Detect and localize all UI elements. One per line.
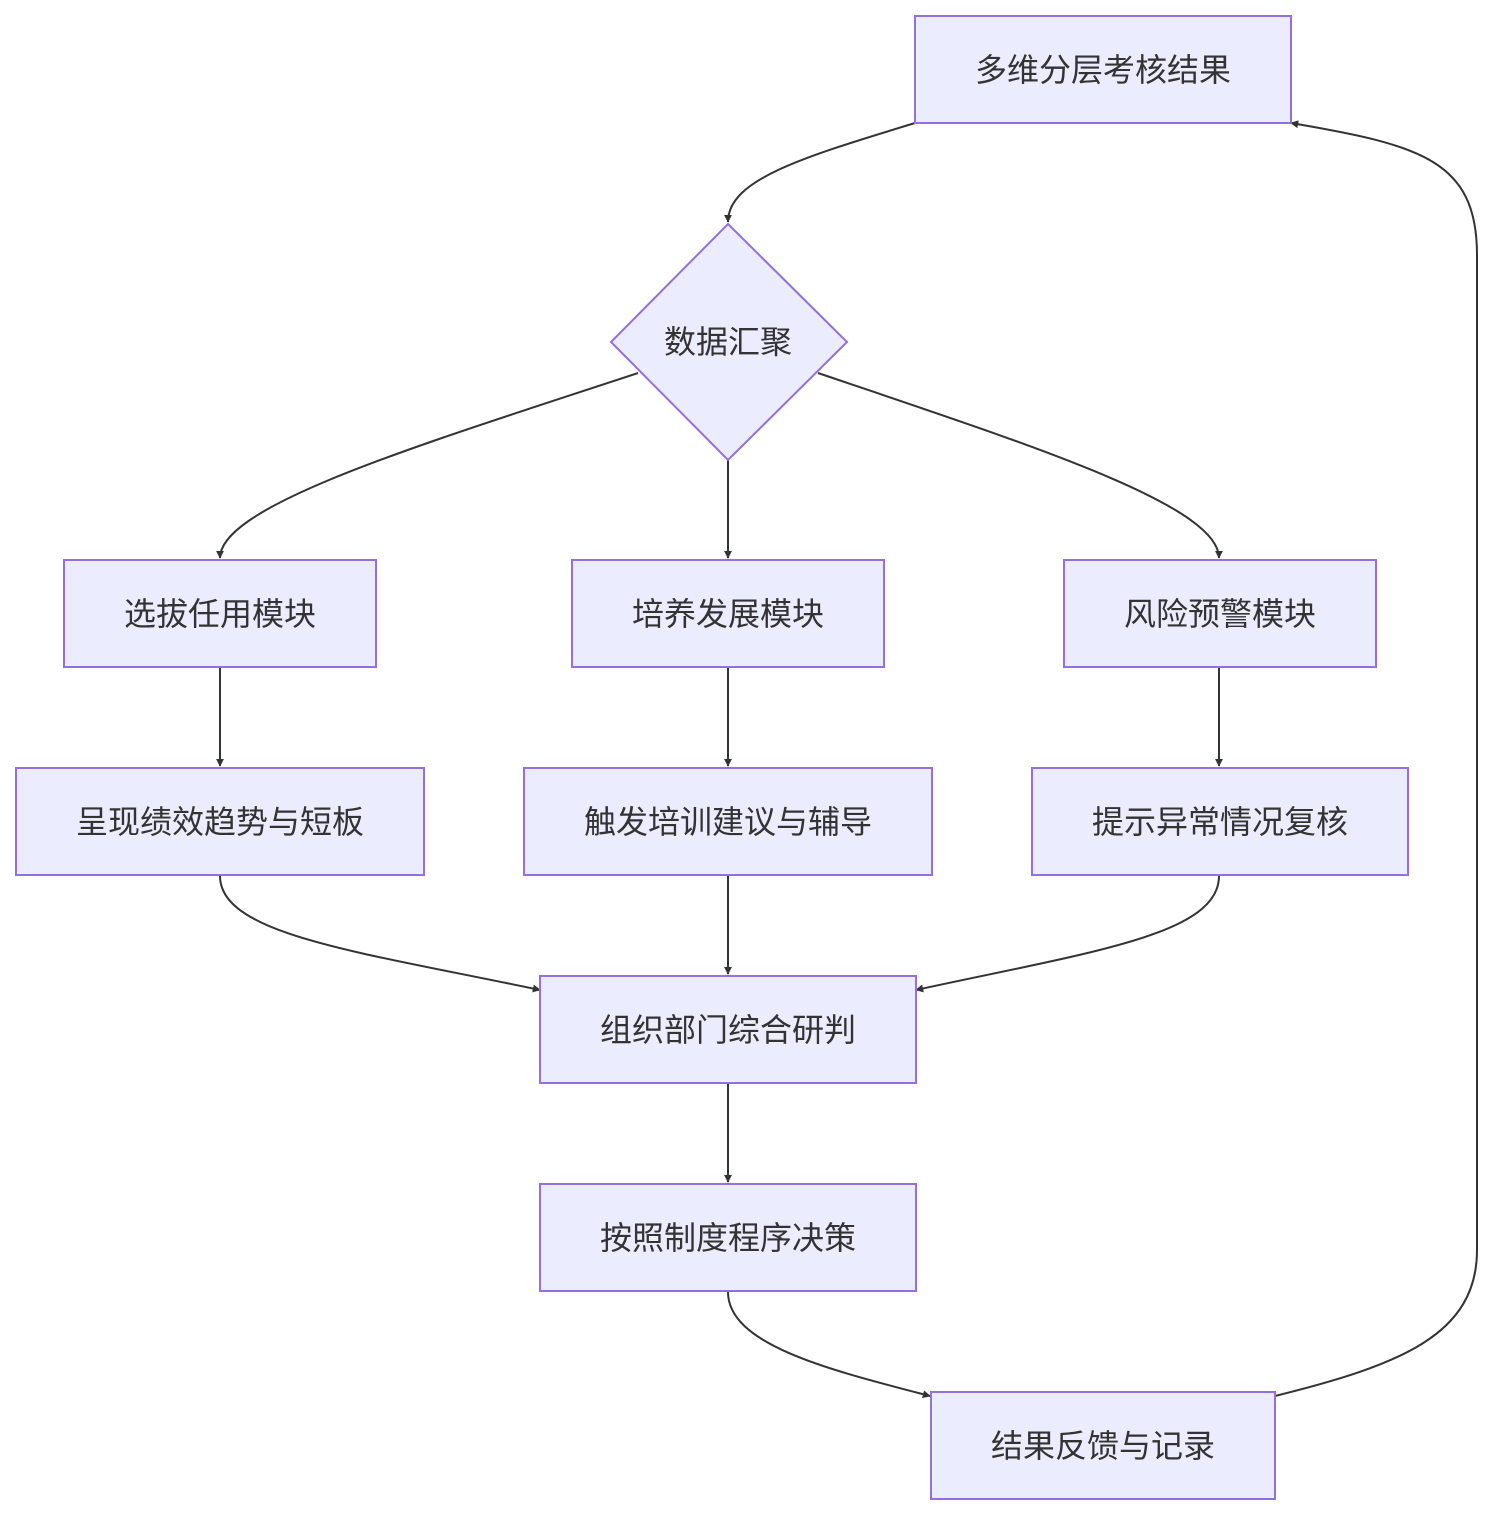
edge-review-to-judge	[915, 875, 1220, 993]
node-review[interactable]: 提示异常情况复核	[1031, 767, 1409, 876]
edge-hub-to-select	[216, 372, 639, 559]
node-risk-label: 风险预警模块	[1124, 595, 1316, 633]
node-train-label: 培养发展模块	[632, 595, 824, 633]
edge-start-to-hub	[724, 122, 916, 223]
node-train[interactable]: 培养发展模块	[571, 559, 885, 668]
node-trend-label: 呈现绩效趋势与短板	[76, 803, 364, 841]
node-hub-label: 数据汇聚	[664, 323, 792, 361]
node-coach[interactable]: 触发培训建议与辅导	[523, 767, 933, 876]
node-review-label: 提示异常情况复核	[1092, 803, 1348, 841]
node-hub-decision[interactable]: 数据汇聚	[609, 222, 849, 462]
node-feedback-label: 结果反馈与记录	[991, 1427, 1215, 1465]
node-decide[interactable]: 按照制度程序决策	[539, 1183, 917, 1292]
edge-trend-to-judge	[219, 875, 541, 993]
node-select[interactable]: 选拔任用模块	[63, 559, 377, 668]
node-trend[interactable]: 呈现绩效趋势与短板	[15, 767, 425, 876]
node-judge[interactable]: 组织部门综合研判	[539, 975, 917, 1084]
edge-hub-to-risk	[817, 372, 1223, 559]
node-risk[interactable]: 风险预警模块	[1063, 559, 1377, 668]
edge-feedback-to-start	[1274, 120, 1478, 1397]
node-start[interactable]: 多维分层考核结果	[914, 15, 1292, 124]
edge-decide-to-feedback	[727, 1291, 931, 1399]
node-decide-label: 按照制度程序决策	[600, 1219, 856, 1257]
node-select-label: 选拔任用模块	[124, 595, 316, 633]
node-coach-label: 触发培训建议与辅导	[584, 803, 872, 841]
node-judge-label: 组织部门综合研判	[600, 1011, 856, 1049]
node-start-label: 多维分层考核结果	[975, 51, 1231, 89]
node-feedback[interactable]: 结果反馈与记录	[930, 1391, 1276, 1500]
